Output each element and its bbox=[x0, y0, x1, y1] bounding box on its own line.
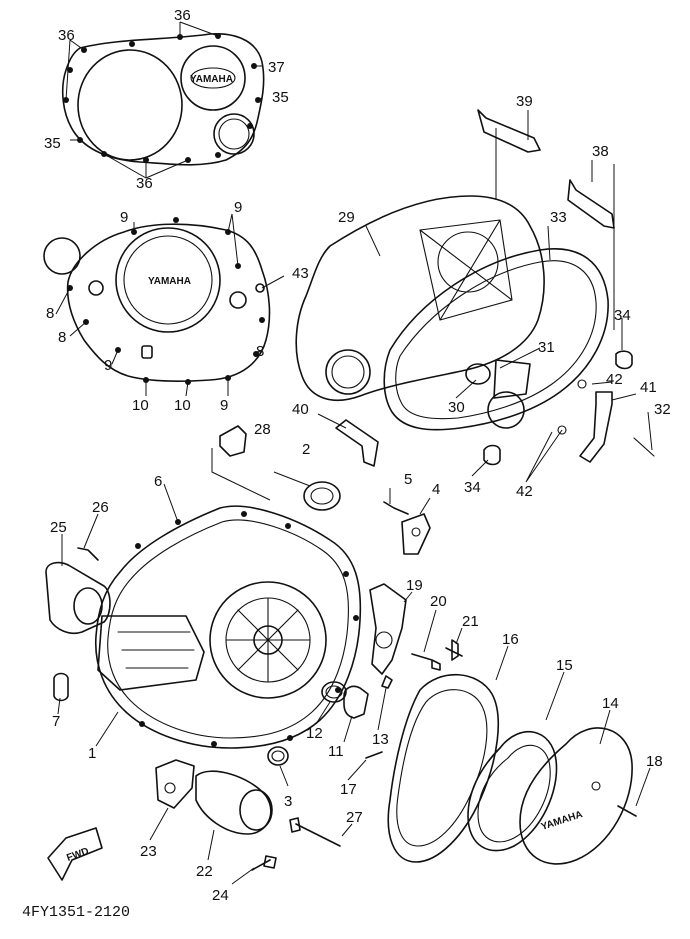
callout-label: 23 bbox=[140, 843, 157, 860]
callout-label: 42 bbox=[516, 483, 533, 500]
fwd-label: FWD bbox=[65, 846, 90, 864]
callout-label: 13 bbox=[372, 731, 389, 748]
callout-label: 42 bbox=[606, 371, 623, 388]
callout-label: 5 bbox=[404, 471, 412, 488]
callout-label: 18 bbox=[646, 753, 663, 770]
callout-label: 24 bbox=[212, 887, 229, 904]
callout-label: 28 bbox=[254, 421, 271, 438]
callout-label: 30 bbox=[448, 399, 465, 416]
callout-label: 12 bbox=[306, 725, 323, 742]
callout-label: 32 bbox=[654, 401, 671, 418]
callout-label: 19 bbox=[406, 577, 423, 594]
callout-label: 36 bbox=[58, 27, 75, 44]
callout-label: 21 bbox=[462, 613, 479, 630]
callout-label: 41 bbox=[640, 379, 657, 396]
callout-label: 8 bbox=[46, 305, 54, 322]
brand-label-top: YAMAHA bbox=[190, 74, 233, 85]
callout-label: 20 bbox=[430, 593, 447, 610]
callout-label: 34 bbox=[464, 479, 481, 496]
callout-label: 43 bbox=[292, 265, 309, 282]
callout-label: 11 bbox=[328, 743, 344, 760]
callout-label: 8 bbox=[256, 343, 264, 360]
callout-label: 34 bbox=[614, 307, 631, 324]
crankcase-cover-right bbox=[295, 109, 655, 483]
brand-label-middle: YAMAHA bbox=[148, 276, 191, 287]
callout-label: 27 bbox=[346, 809, 363, 826]
callout-label: 7 bbox=[52, 713, 60, 730]
callout-label: 8 bbox=[58, 329, 66, 346]
callout-label: 1 bbox=[88, 745, 96, 762]
callout-label: 35 bbox=[44, 135, 61, 152]
callout-label: 6 bbox=[154, 473, 162, 490]
callout-label: 4 bbox=[432, 481, 440, 498]
callout-label: 39 bbox=[516, 93, 533, 110]
callout-label: 17 bbox=[340, 781, 357, 798]
callout-label: 10 bbox=[174, 397, 191, 414]
callout-label: 38 bbox=[592, 143, 609, 160]
callout-label: 40 bbox=[292, 401, 309, 418]
callout-label: 36 bbox=[174, 7, 191, 24]
main-crankcase-cover bbox=[45, 483, 362, 749]
callout-label: 22 bbox=[196, 863, 213, 880]
bracket-and-bolts bbox=[369, 583, 463, 675]
side-cover-assembly bbox=[387, 645, 651, 865]
seals-and-bearings bbox=[267, 675, 393, 787]
callout-label: 26 bbox=[92, 499, 109, 516]
callout-label: 36 bbox=[136, 175, 153, 192]
small-hardware bbox=[211, 425, 431, 555]
part-code-label: 4FY1351-2120 bbox=[22, 904, 130, 921]
callout-label: 37 bbox=[268, 59, 285, 76]
callout-label: 10 bbox=[132, 397, 149, 414]
callout-label: 2 bbox=[302, 441, 310, 458]
callout-label: 3 bbox=[284, 793, 292, 810]
callout-label: 9 bbox=[104, 357, 112, 374]
callout-label: 25 bbox=[50, 519, 67, 536]
brand-label-side-cover: YAMAHA bbox=[540, 809, 584, 833]
callout-label: 35 bbox=[272, 89, 289, 106]
callout-label: 9 bbox=[220, 397, 228, 414]
callout-label: 15 bbox=[556, 657, 573, 674]
callout-label: 16 bbox=[502, 631, 519, 648]
callout-label: 9 bbox=[234, 199, 242, 216]
callout-label: 9 bbox=[120, 209, 128, 226]
forward-arrow-icon bbox=[47, 827, 103, 881]
callout-label: 29 bbox=[338, 209, 355, 226]
callout-label: 33 bbox=[550, 209, 567, 226]
clutch-cover-outline bbox=[61, 21, 265, 179]
callout-label: 14 bbox=[602, 695, 619, 712]
generator-cover-outline bbox=[43, 213, 285, 397]
callout-label: 31 bbox=[538, 339, 555, 356]
bottom-parts bbox=[47, 759, 353, 885]
